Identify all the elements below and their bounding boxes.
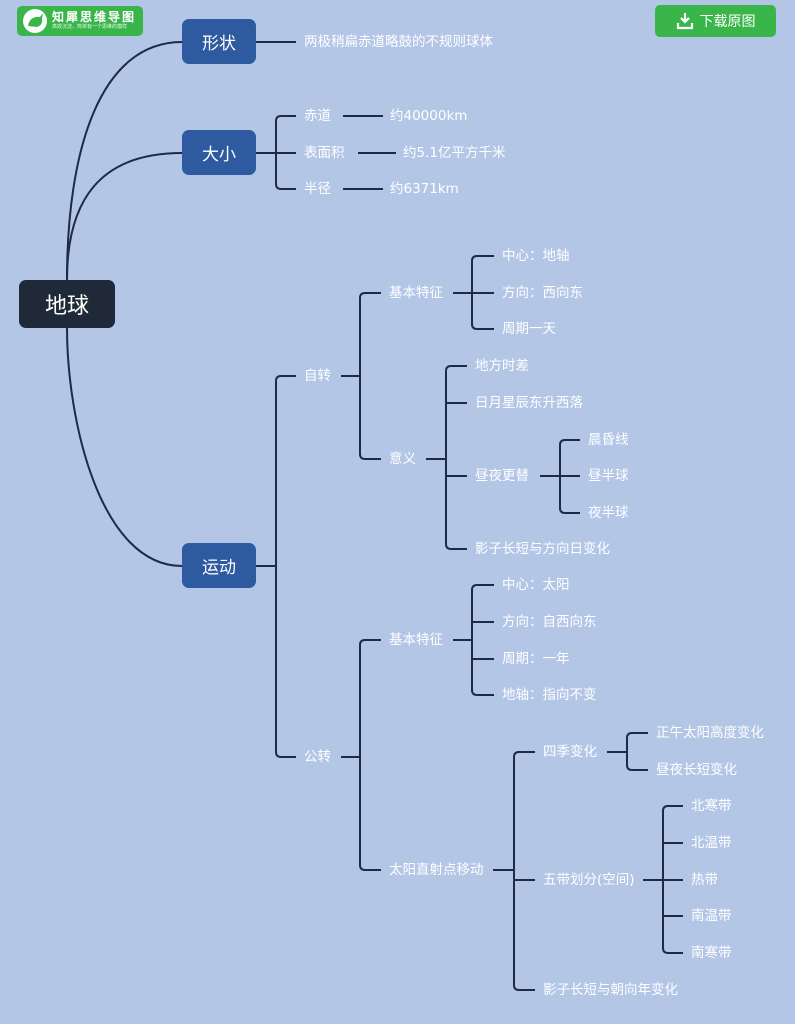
node-rotation-direction[interactable]: 方向：西向东 — [502, 285, 583, 301]
brand-slogan: 高效沉淀，简单有一个思维的模样 — [52, 24, 128, 30]
node-day-hemisphere[interactable]: 昼半球 — [588, 468, 629, 484]
node-day-night[interactable]: 昼夜更替 — [475, 468, 529, 484]
brand-logo[interactable]: 知犀思维导图 高效沉淀，简单有一个思维的模样 — [17, 6, 143, 36]
node-subsolar-point-move[interactable]: 太阳直射点移动 — [389, 862, 484, 878]
node-revolution-basic[interactable]: 基本特征 — [389, 632, 443, 648]
brand-name: 知犀思维导图 — [52, 10, 137, 24]
node-zone-south-frigid[interactable]: 南寒带 — [691, 945, 732, 961]
node-size[interactable]: 大小 — [182, 130, 256, 175]
node-shadow-yearly[interactable]: 影子长短与朝向年变化 — [543, 982, 678, 998]
node-revolution-period[interactable]: 周期：一年 — [502, 651, 570, 667]
node-terminator[interactable]: 晨昏线 — [588, 432, 629, 448]
node-equator-value[interactable]: 约40000km — [390, 108, 468, 124]
node-zone-tropical[interactable]: 热带 — [691, 872, 718, 888]
node-radius-value[interactable]: 约6371km — [390, 181, 459, 197]
node-radius[interactable]: 半径 — [304, 181, 331, 197]
node-shape-desc[interactable]: 两极稍扁赤道略鼓的不规则球体 — [304, 34, 493, 50]
node-rotation-period[interactable]: 周期一天 — [502, 321, 556, 337]
node-night-hemisphere[interactable]: 夜半球 — [588, 505, 629, 521]
node-shape[interactable]: 形状 — [182, 19, 256, 64]
rhino-logo-icon — [23, 9, 47, 33]
download-icon — [676, 13, 693, 30]
download-original-button[interactable]: 下载原图 — [655, 5, 776, 37]
node-five-zones[interactable]: 五带划分(空间) — [543, 872, 635, 888]
node-revolution[interactable]: 公转 — [304, 749, 331, 765]
node-zone-north-frigid[interactable]: 北寒带 — [691, 798, 732, 814]
node-rotation[interactable]: 自转 — [304, 368, 331, 384]
node-local-time[interactable]: 地方时差 — [475, 358, 529, 374]
node-revolution-direction[interactable]: 方向：自西向东 — [502, 614, 597, 630]
node-rotation-meaning[interactable]: 意义 — [389, 451, 416, 467]
download-label: 下载原图 — [699, 14, 756, 30]
node-seasons[interactable]: 四季变化 — [543, 744, 597, 760]
node-shadow-daily[interactable]: 影子长短与方向日变化 — [475, 541, 610, 557]
node-axis-direction[interactable]: 地轴：指向不变 — [502, 687, 597, 703]
node-revolution-center[interactable]: 中心：太阳 — [502, 577, 570, 593]
node-sun-rise-set[interactable]: 日月星辰东升西落 — [475, 395, 583, 411]
node-surface-area[interactable]: 表面积 — [304, 145, 345, 161]
root-node[interactable]: 地球 — [19, 280, 115, 328]
node-noon-sun-height[interactable]: 正午太阳高度变化 — [656, 725, 764, 741]
node-zone-south-temperate[interactable]: 南温带 — [691, 908, 732, 924]
node-motion[interactable]: 运动 — [182, 543, 256, 588]
node-surface-area-value[interactable]: 约5.1亿平方千米 — [403, 145, 506, 161]
node-rotation-basic[interactable]: 基本特征 — [389, 285, 443, 301]
node-rotation-center[interactable]: 中心：地轴 — [502, 248, 570, 264]
node-equator[interactable]: 赤道 — [304, 108, 331, 124]
node-zone-north-temperate[interactable]: 北温带 — [691, 835, 732, 851]
node-daylength-change[interactable]: 昼夜长短变化 — [656, 762, 737, 778]
